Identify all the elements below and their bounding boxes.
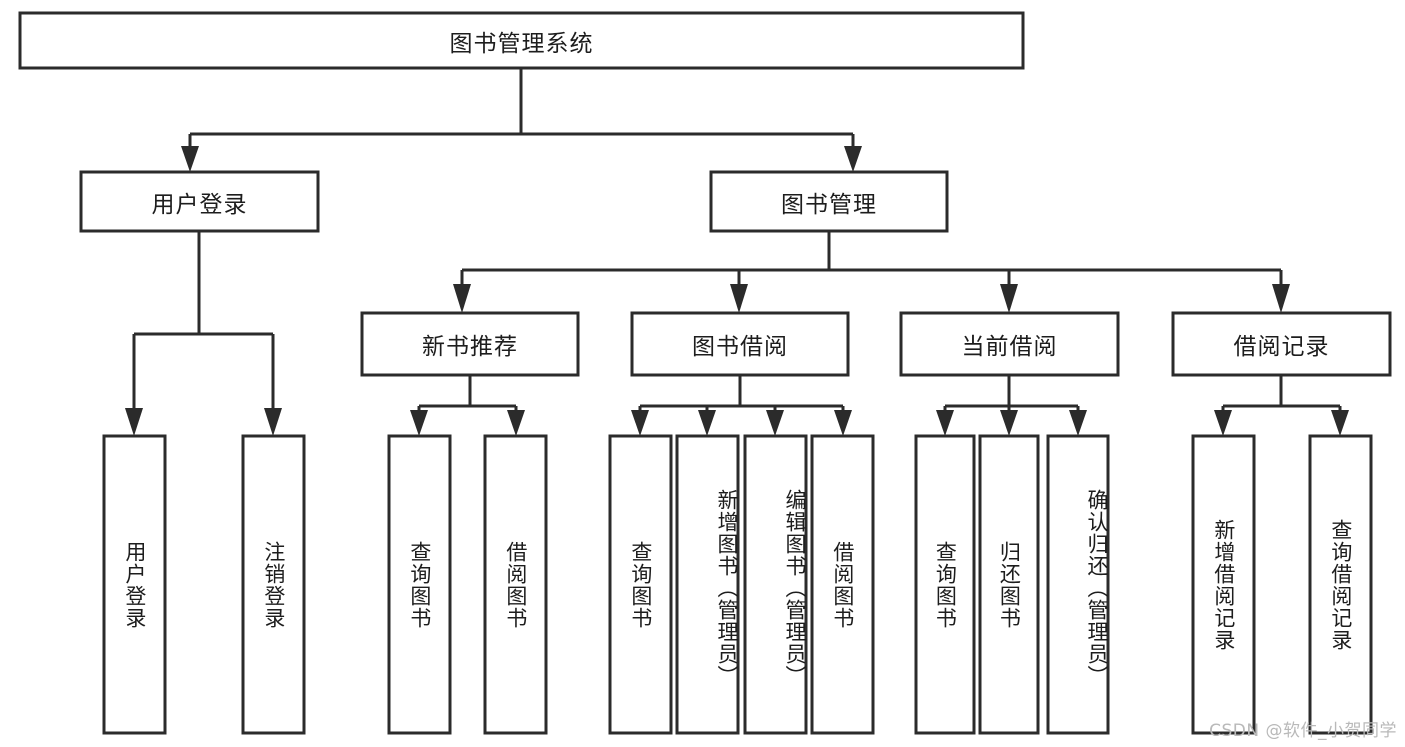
leaf-confirm-return-admin[interactable]: [1046, 434, 1110, 735]
edge-new-book-rec-to-leaves: [410, 375, 525, 436]
leaf-return-book[interactable]: [978, 434, 1040, 735]
leaf-query-book-borrow[interactable]: [608, 434, 673, 735]
leaf-borrow-book[interactable]: [810, 434, 875, 735]
edge-current-borrow-to-leaves: [936, 375, 1087, 436]
node-book-borrow[interactable]: [630, 311, 850, 377]
leaf-add-book-admin[interactable]: [675, 434, 740, 735]
node-book-management[interactable]: [709, 170, 949, 233]
leaf-add-borrow-record[interactable]: [1191, 434, 1256, 735]
node-borrow-record[interactable]: [1171, 311, 1392, 377]
edge-root-to-level2: [181, 68, 862, 172]
node-root-system[interactable]: [18, 11, 1025, 70]
leaf-query-book-current[interactable]: [914, 434, 976, 735]
edge-user-login-to-leaves: [125, 231, 282, 436]
leaf-user-login[interactable]: [102, 434, 167, 735]
edge-book-mgmt-to-level3: [453, 231, 1290, 313]
node-current-borrow[interactable]: [899, 311, 1120, 377]
node-user-login[interactable]: [79, 170, 320, 233]
leaf-logout[interactable]: [241, 434, 306, 735]
leaf-borrow-book-rec[interactable]: [483, 434, 548, 735]
edge-book-borrow-to-leaves: [631, 375, 852, 436]
leaf-query-book-rec[interactable]: [387, 434, 452, 735]
node-new-book-recommend[interactable]: [360, 311, 580, 377]
leaf-edit-book-admin[interactable]: [743, 434, 808, 735]
leaf-query-borrow-record[interactable]: [1308, 434, 1373, 735]
edge-borrow-record-to-leaves: [1214, 375, 1349, 436]
